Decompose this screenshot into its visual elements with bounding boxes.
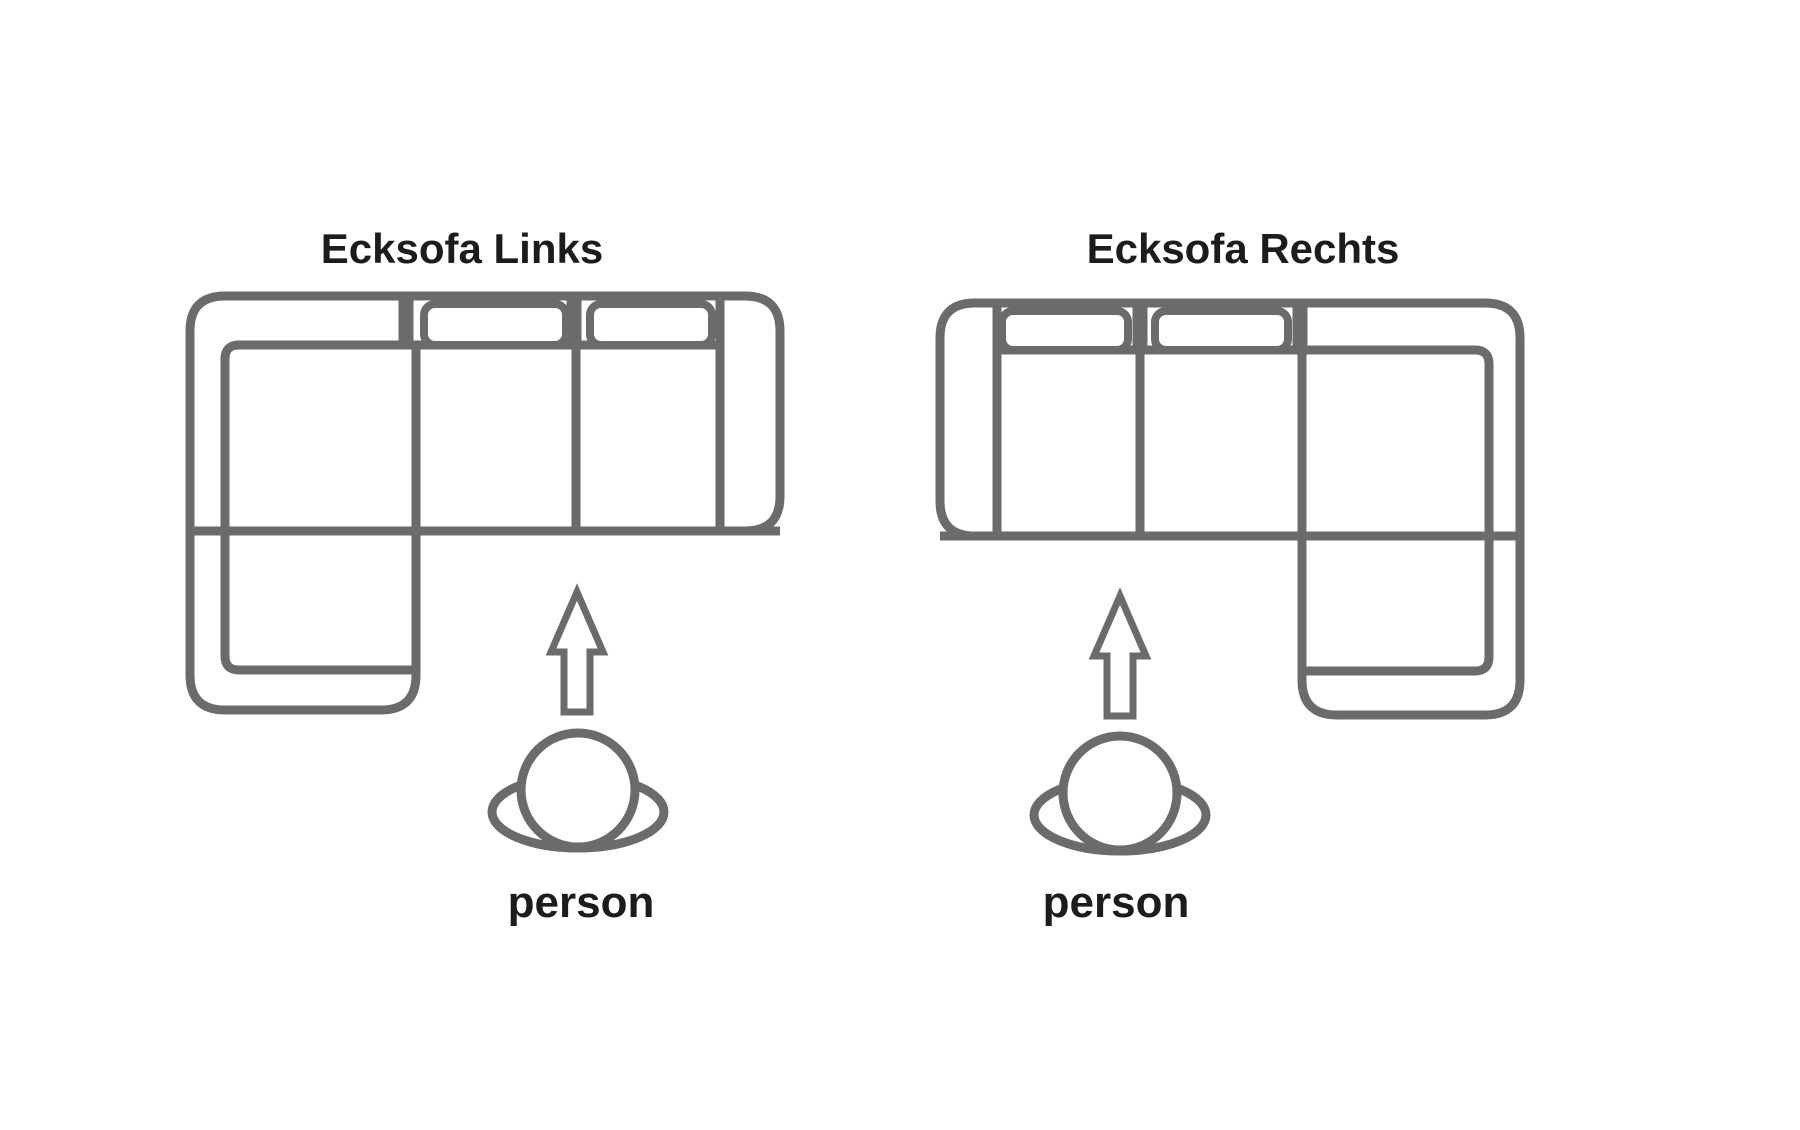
person-label: person bbox=[508, 878, 655, 927]
ecksofa-rechts-title: Ecksofa Rechts bbox=[1087, 225, 1400, 272]
ecksofa-rechts-panel: Ecksofa Rechts bbox=[935, 225, 1525, 927]
person-head bbox=[516, 728, 640, 852]
person-head bbox=[1058, 731, 1182, 855]
person-label: person bbox=[1043, 878, 1190, 927]
chaise-inner-line bbox=[997, 345, 1494, 676]
ecksofa-links-panel: Ecksofa Links bbox=[185, 225, 785, 927]
chaise-inner-line bbox=[220, 340, 720, 675]
sofa-outline-links bbox=[185, 291, 785, 715]
back-cushion bbox=[586, 300, 716, 349]
back-cushion bbox=[998, 307, 1132, 354]
sofa-outline-rechts bbox=[935, 298, 1525, 720]
up-arrow-icon bbox=[545, 583, 609, 716]
ecksofa-links-title: Ecksofa Links bbox=[321, 225, 603, 272]
up-arrow-icon bbox=[1088, 587, 1152, 720]
back-cushion bbox=[1151, 307, 1292, 354]
person-icon bbox=[1029, 731, 1211, 856]
person-icon bbox=[487, 728, 669, 853]
back-cushion bbox=[420, 300, 570, 349]
